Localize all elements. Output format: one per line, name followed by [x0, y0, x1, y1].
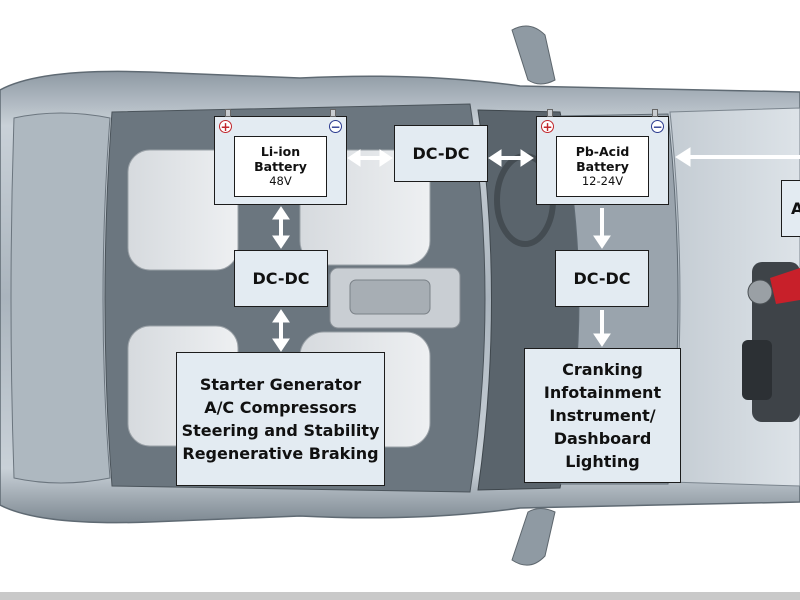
plus-terminal-icon: +: [541, 120, 554, 134]
battery-voltage: 48V: [269, 174, 292, 188]
load-item: A/C Compressors: [204, 398, 357, 417]
load-item: Instrument/: [549, 406, 656, 425]
battery-terminal: [652, 109, 658, 117]
loads-12v: Cranking Infotainment Instrument/ Dashbo…: [524, 348, 681, 483]
load-item: Regenerative Braking: [182, 444, 379, 463]
rear-seat-left: [127, 149, 239, 271]
load-item: Starter Generator: [199, 375, 362, 394]
dcdc-converter-right: DC-DC: [555, 250, 649, 307]
dcdc-converter-center: DC-DC: [394, 125, 488, 182]
loads-48v: Starter Generator A/C Compressors Steeri…: [176, 352, 385, 486]
battery-terminal: [330, 109, 336, 117]
partial-box-right: A: [781, 180, 800, 237]
load-item: Cranking: [562, 360, 643, 379]
car-trunk: [10, 112, 111, 484]
load-item: Dashboard: [553, 429, 652, 448]
battery-word-line: Battery: [254, 159, 307, 174]
load-item: Lighting: [565, 452, 640, 471]
battery-terminal: [547, 109, 553, 117]
left-mirror: [511, 25, 556, 85]
pb-acid-battery-label: Pb-Acid Battery 12-24V: [556, 136, 649, 197]
bottom-bar: [0, 592, 800, 600]
load-item: Steering and Stability: [181, 421, 380, 440]
battery-word-line: Battery: [576, 159, 629, 174]
li-ion-battery-label: Li-ion Battery 48V: [234, 136, 327, 197]
minus-terminal-icon: −: [651, 120, 664, 134]
li-ion-battery: + − Li-ion Battery 48V: [214, 109, 347, 205]
battery-voltage: 12-24V: [581, 174, 624, 188]
minus-terminal-icon: −: [329, 120, 342, 134]
load-item: Infotainment: [543, 383, 662, 402]
dcdc-converter-left: DC-DC: [234, 250, 328, 307]
battery-terminal: [225, 109, 231, 117]
battery-type-line: Pb-Acid: [575, 144, 630, 159]
connection-arrows: [272, 147, 800, 352]
right-mirror: [511, 508, 556, 566]
plus-terminal-icon: +: [219, 120, 232, 134]
engine-illustration: [742, 262, 800, 422]
pb-acid-battery: + − Pb-Acid Battery 12-24V: [536, 109, 669, 205]
battery-type-line: Li-ion: [260, 144, 301, 159]
